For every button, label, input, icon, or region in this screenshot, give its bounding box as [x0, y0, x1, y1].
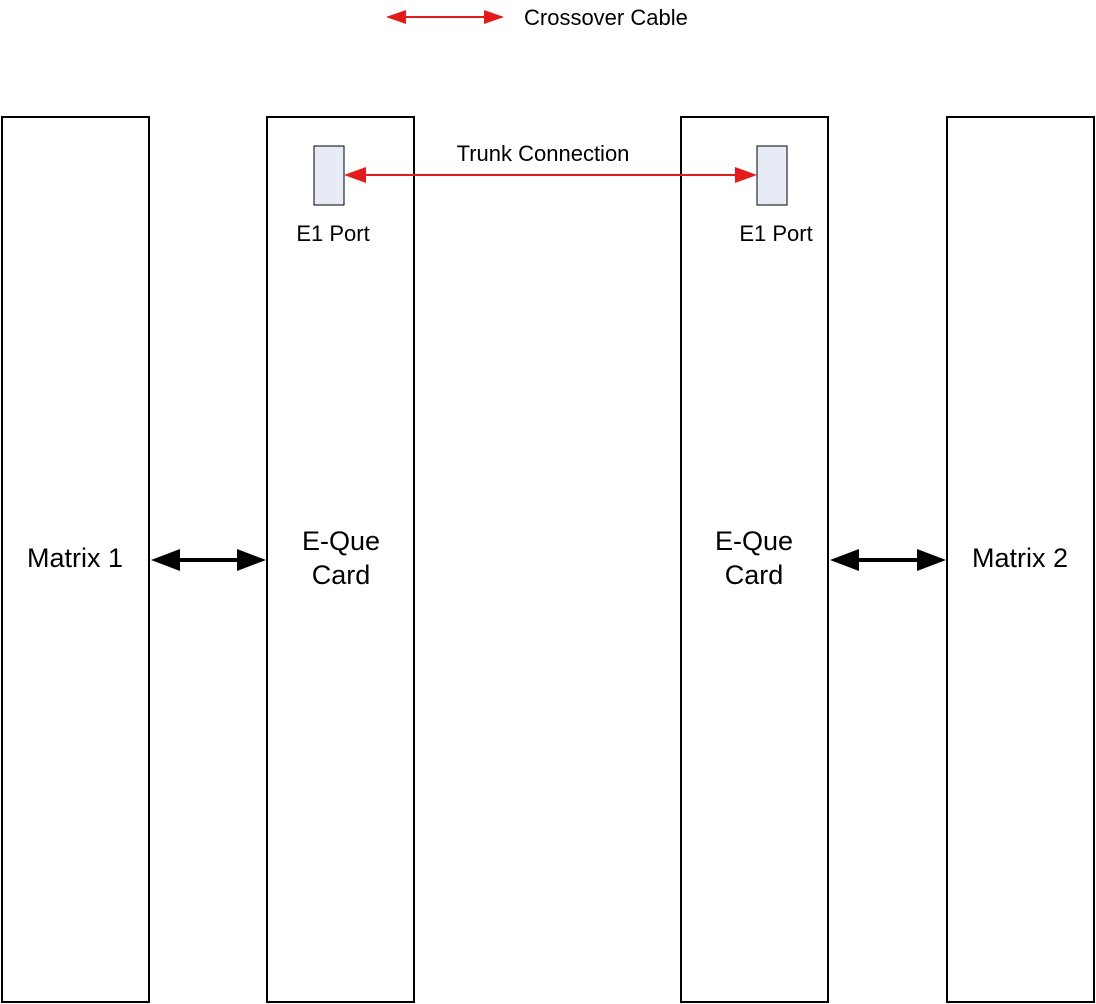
legend-label: Crossover Cable	[524, 5, 688, 30]
eque-card-right-box	[680, 116, 829, 1003]
e1-port-right	[756, 145, 788, 206]
matrix-1-label: Matrix 1	[27, 543, 123, 573]
matrix-1-box	[1, 116, 150, 1003]
trunk-arrowhead-left	[344, 167, 366, 183]
trunk-arrowhead-right	[735, 167, 757, 183]
matrix-1-node: Matrix 1	[1, 116, 150, 1003]
eque-card-left-box	[266, 116, 415, 1003]
eque-card-right-label-line2: Card	[725, 560, 784, 590]
matrix-1-link-arrowhead-left	[151, 549, 180, 571]
e1-port-left	[313, 145, 345, 206]
matrix-2-link-edge	[830, 549, 946, 571]
matrix-2-node: Matrix 2	[946, 116, 1095, 1003]
legend: Crossover Cable	[386, 5, 688, 30]
trunk-connection-edge: Trunk Connection	[344, 141, 757, 183]
trunk-connection-label: Trunk Connection	[457, 141, 630, 166]
matrix-1-link-arrowhead-right	[237, 549, 266, 571]
matrix-2-label: Matrix 2	[972, 543, 1068, 573]
eque-card-left-label-line2: Card	[312, 560, 371, 590]
matrix-2-box	[946, 116, 1095, 1003]
matrix-2-link-arrowhead-right	[917, 549, 946, 571]
eque-card-right-label-line1: E-Que	[715, 526, 793, 556]
eque-card-left-node: E1 Port E-Que Card	[266, 116, 415, 1003]
e1-port-right-label: E1 Port	[739, 221, 812, 246]
matrix-2-link-arrowhead-left	[830, 549, 859, 571]
eque-card-left-label-line1: E-Que	[302, 526, 380, 556]
eque-card-right-node: E1 Port E-Que Card	[680, 116, 829, 1003]
legend-arrowhead-left	[386, 10, 406, 24]
e1-port-left-label: E1 Port	[296, 221, 369, 246]
legend-arrowhead-right	[484, 10, 504, 24]
matrix-1-link-edge	[151, 549, 266, 571]
